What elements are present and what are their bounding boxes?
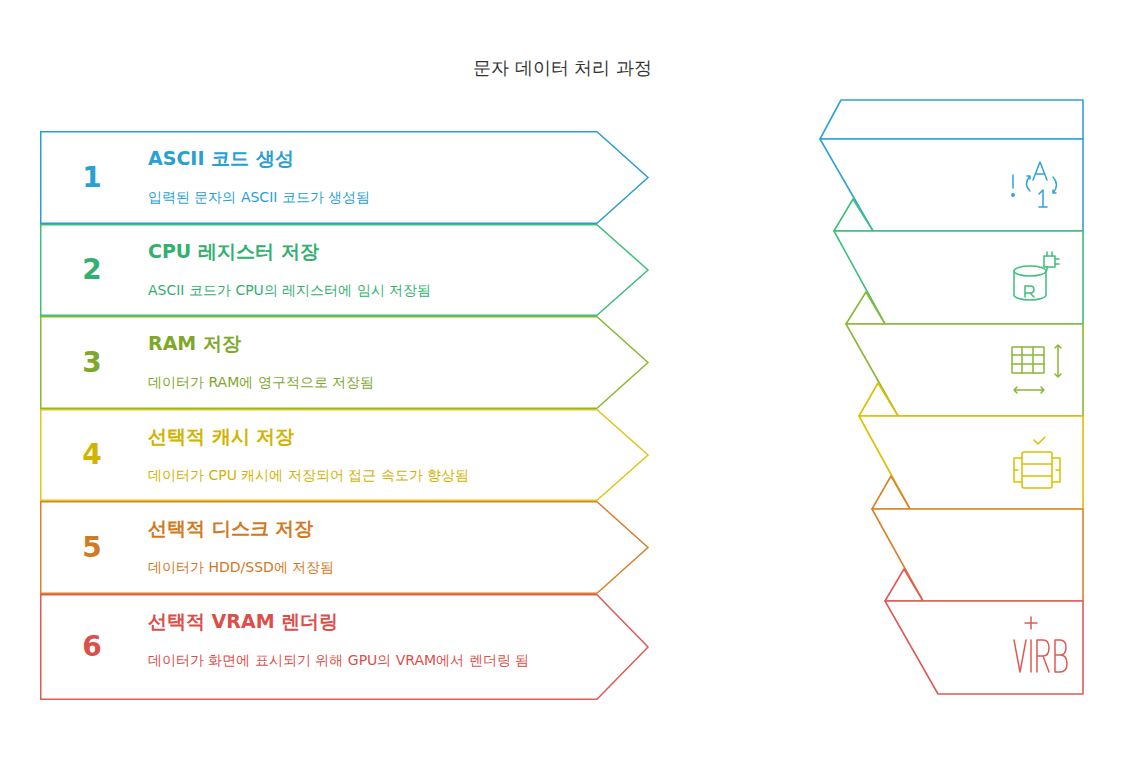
step-description: ASCII 코드가 CPU의 레지스터에 임시 저장됨 [148, 281, 558, 299]
diagram-title: 문자 데이터 처리 과정 [0, 56, 1125, 80]
step-heading: CPU 레지스터 저장 [148, 240, 319, 264]
step-chevron: 3RAM 저장데이터가 RAM에 영구적으로 저장됨 [40, 316, 650, 409]
step-heading: 선택적 캐시 저장 [148, 425, 294, 449]
ribbon-panel [885, 601, 1083, 694]
chevron-path [41, 225, 648, 316]
symbol-icon [1012, 162, 1057, 207]
vram-icon [1014, 617, 1067, 672]
step-chevron: 2CPU 레지스터 저장 ASCII 코드가 CPU의 레지스터에 임시 저장됨 [40, 224, 650, 316]
ribbon-panel [846, 324, 1083, 416]
step-number: 6 [40, 630, 144, 664]
step-heading: 선택적 VRAM 렌더링 [148, 610, 338, 634]
ribbon-panel [834, 231, 1083, 324]
step-heading: 선택적 디스크 저장 [148, 517, 313, 541]
step-description: 데이터가 HDD/SSD에 저장됨 [148, 558, 558, 576]
ribbon-fold [846, 292, 885, 324]
ribbon-fold [872, 476, 910, 509]
chevron-path [41, 595, 648, 700]
chevron-outline [40, 501, 650, 594]
cache-icon [1014, 437, 1060, 488]
ribbon-panel [872, 509, 1083, 601]
chevron-path [41, 502, 648, 594]
step-number: 1 [40, 161, 144, 195]
register-icon [1014, 252, 1059, 300]
step-number: 5 [40, 531, 144, 565]
chevron-outline [40, 224, 650, 316]
ribbon-fold [834, 199, 873, 231]
ribbon-panel [820, 139, 1083, 231]
step-heading: ASCII 코드 생성 [148, 147, 294, 171]
step-chevron: 5선택적 디스크 저장데이터가 HDD/SSD에 저장됨 [40, 501, 650, 594]
ribbon-flap [820, 100, 1083, 139]
step-description: 데이터가 CPU 캐시에 저장되어 접근 속도가 향상됨 [148, 466, 558, 484]
step-number: 2 [40, 253, 144, 287]
step-heading: RAM 저장 [148, 332, 241, 356]
chevron-outline [40, 316, 650, 409]
chevron-outline [40, 594, 650, 700]
ribbon-panel [859, 416, 1083, 509]
chevron-outline [40, 409, 650, 501]
memory-table-icon [1012, 345, 1061, 393]
chevron-outline [40, 131, 650, 224]
ribbon-fold [885, 569, 923, 601]
step-chevron: 1ASCII 코드 생성입력된 문자의 ASCII 코드가 생성됨 [40, 131, 650, 224]
step-description: 데이터가 화면에 표시되기 위해 GPU의 VRAM에서 렌더링 됨 [148, 651, 558, 669]
chevron-path [41, 410, 648, 501]
chevron-path [41, 317, 648, 409]
chevron-path [41, 132, 648, 224]
step-number: 4 [40, 438, 144, 472]
step-description: 데이터가 RAM에 영구적으로 저장됨 [148, 373, 558, 391]
step-description: 입력된 문자의 ASCII 코드가 생성됨 [148, 188, 558, 206]
step-chevron: 6선택적 VRAM 렌더링데이터가 화면에 표시되기 위해 GPU의 VRAM에… [40, 594, 650, 700]
ribbon-fold [859, 383, 898, 416]
step-number: 3 [40, 346, 144, 380]
step-chevron: 4선택적 캐시 저장데이터가 CPU 캐시에 저장되어 접근 속도가 향상됨 [40, 409, 650, 501]
